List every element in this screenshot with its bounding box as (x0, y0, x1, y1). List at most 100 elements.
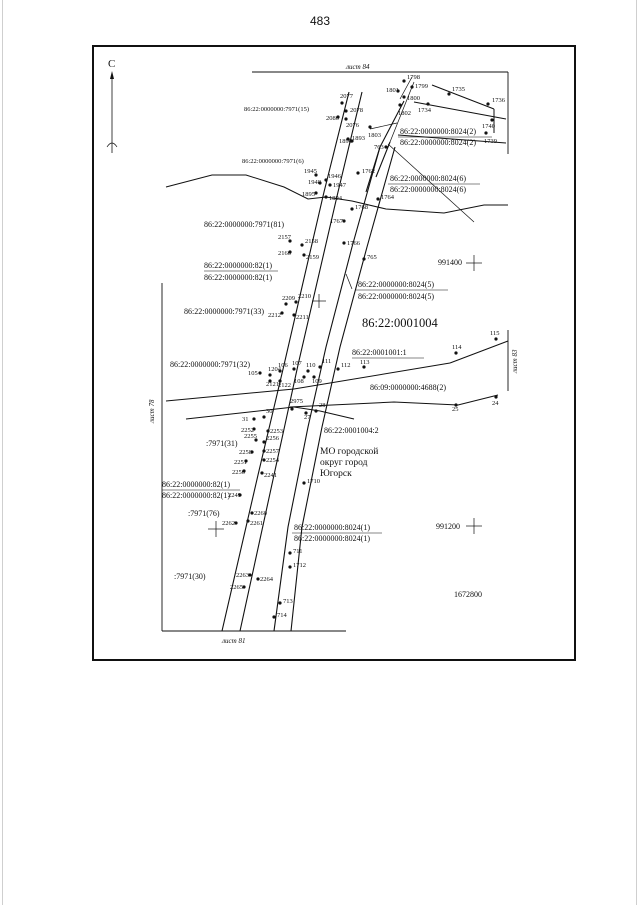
boundary-point-marker (486, 102, 490, 106)
boundary-point-marker (340, 101, 344, 105)
boundary-point-label: 2252 (241, 427, 254, 434)
boundary-point-label: 2158 (305, 238, 318, 245)
boundary-point-marker (350, 207, 354, 211)
boundary-point-label: 2975 (290, 398, 303, 405)
parcel-label: 86:22:0001001:1 (352, 348, 407, 357)
boundary-point-label: 1735 (452, 86, 465, 93)
boundary-point-label: 2254 (266, 457, 280, 464)
boundary-point-marker (336, 367, 340, 371)
boundary-point-marker (318, 181, 322, 185)
boundary-point-label: 114 (452, 344, 462, 351)
boundary-point-label: 112 (341, 362, 351, 369)
parcel-label: 86:22:0000000:7971(6) (242, 158, 304, 165)
boundary-point-label: 2261 (250, 520, 263, 527)
boundary-point-label: 1767 (330, 218, 344, 225)
boundary-point-label: 1768 (355, 204, 368, 211)
boundary-point-label: 2212 (268, 312, 281, 319)
parcel-label: 86:22:0000000:7971(81) (204, 220, 284, 229)
boundary-point-label: 108 (294, 378, 304, 385)
boundary-point-marker (290, 407, 294, 411)
boundary-point-label: 1736 (492, 97, 506, 104)
boundary-point-marker (262, 449, 266, 453)
boundary-point-label: 27 (304, 414, 311, 421)
boundary-point-label: 110 (306, 362, 316, 369)
parcel-label: 86:22:0000000:8024(2) (400, 127, 476, 136)
parcel-label: 86:22:0000000:8024(2) (400, 138, 476, 147)
boundary-point-label: 1893 (352, 135, 365, 142)
boundary-point-marker (324, 178, 328, 182)
boundary-point-marker (312, 375, 316, 379)
boundary-point-label: 1803 (368, 132, 381, 139)
municipality-line-3: Югорск (320, 469, 352, 479)
boundary-point-label: 1766 (347, 240, 361, 247)
boundary-point-marker (402, 79, 406, 83)
boundary-point-label: 1710 (307, 478, 320, 485)
parcel-label: :7971(30) (174, 572, 206, 581)
boundary-point-label: 1947 (333, 182, 347, 189)
boundary-point-marker (302, 253, 306, 257)
north-label: С (108, 58, 115, 70)
boundary-point-marker (410, 85, 414, 89)
boundary-point-label: 2265 (230, 584, 243, 591)
boundary-point-label: 2210 (298, 293, 311, 300)
boundary-point-label: 711 (293, 548, 303, 555)
boundary-point-marker (362, 365, 366, 369)
boundary-point-marker (268, 373, 272, 377)
grid-label-1672800: 1672800 (454, 590, 482, 599)
parcel-labels: 86:22:0000000:7971(15) 86:22:0000000:797… (162, 106, 476, 581)
boundary-point-marker (284, 302, 288, 306)
boundary-point-marker (252, 427, 256, 431)
boundary-point-marker (342, 219, 346, 223)
boundary-point-label: 2264 (260, 576, 274, 583)
boundary-point-marker (288, 239, 292, 243)
boundary-point-label: 2253 (270, 428, 283, 435)
boundary-point-label: 1799 (415, 83, 428, 90)
boundary-point-marker (314, 191, 318, 195)
boundary-point-label: 111 (322, 358, 331, 365)
boundary-point-marker (368, 125, 372, 129)
boundary-point-marker (278, 379, 282, 383)
parcel-label: :7971(31) (206, 439, 238, 448)
sheet-label-top: лист 84 (345, 63, 370, 71)
boundary-point-label: 765 (367, 254, 377, 261)
boundary-point-label: 713 (283, 598, 293, 605)
boundary-point-marker (306, 369, 310, 373)
parcel-label: 86:22:0000000:8024(5) (358, 280, 434, 289)
boundary-point-marker (447, 92, 451, 96)
boundary-point-label: 1801 (386, 87, 399, 94)
boundary-point-label: 115 (490, 330, 500, 337)
boundary-point-marker (328, 183, 332, 187)
boundary-point-label: 2262 (222, 520, 235, 527)
boundary-point-label: 24 (492, 400, 499, 407)
boundary-point-marker (494, 395, 498, 399)
boundary-point-label: 1764 (381, 194, 395, 201)
sheet-boundaries (161, 71, 509, 632)
boundary-point-label: 2263 (236, 572, 249, 579)
boundary-point-marker (278, 601, 282, 605)
boundary-point-marker (398, 103, 402, 107)
boundary-point-marker (302, 481, 306, 485)
boundary-point-label: 2159 (306, 254, 319, 261)
boundary-point-label: 2122 (278, 382, 291, 389)
municipality-line-2: округ город (320, 458, 368, 468)
boundary-point-marker (256, 577, 260, 581)
boundary-point-label: 1802 (398, 110, 411, 117)
boundary-point-marker (346, 137, 350, 141)
boundary-point-marker (250, 511, 254, 515)
parcel-label: 86:22:0000000:7971(33) (184, 307, 264, 316)
boundary-point-label: 1896 (339, 138, 353, 145)
parcel-label: 86:22:0000000:8024(6) (390, 174, 466, 183)
boundary-point-marker (250, 450, 254, 454)
boundary-point-marker (454, 403, 458, 407)
boundary-point-marker (280, 311, 284, 315)
boundary-point-label: 1712 (293, 562, 306, 569)
boundary-point-marker (376, 197, 380, 201)
cadastral-map: С лист 84 лист 81 лист 78 лист 83 (106, 58, 519, 645)
boundary-point-label: 2209 (282, 295, 295, 302)
boundary-point-marker (288, 250, 292, 254)
boundary-point-label: 109 (312, 378, 322, 385)
parcel-label: 86:22:0000000:82(1) (162, 480, 230, 489)
boundary-point-label: 106 (278, 362, 289, 369)
grid-crosses (208, 255, 482, 537)
boundary-point-label: 1739 (484, 138, 497, 145)
